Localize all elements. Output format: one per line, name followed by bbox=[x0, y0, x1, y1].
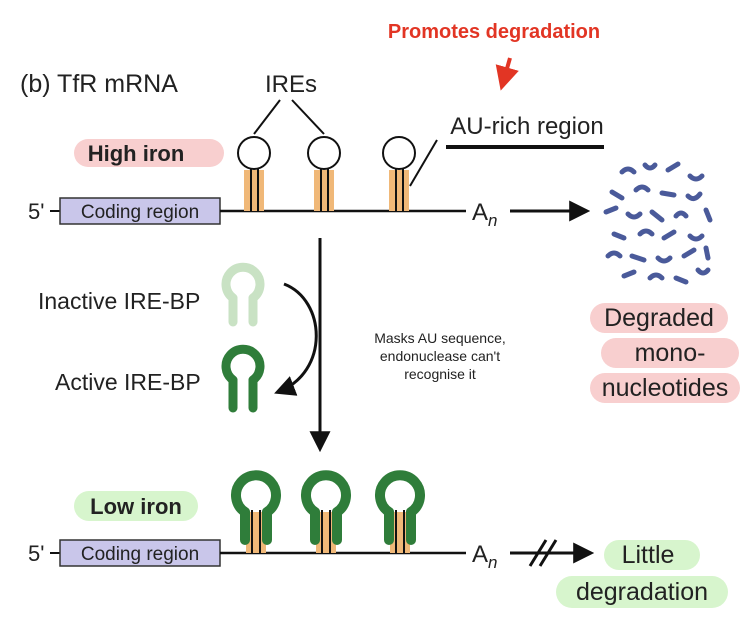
degradation-label: degradation bbox=[576, 578, 708, 606]
top-ire-2 bbox=[307, 136, 341, 211]
note-line-3: recognise it bbox=[404, 366, 476, 382]
inactive-ire-bp-icon bbox=[221, 262, 265, 327]
high-iron-highlight bbox=[74, 139, 224, 167]
promotes-arrow bbox=[495, 57, 519, 91]
bottom-poly-a: An bbox=[472, 541, 497, 572]
top-poly-a: An bbox=[472, 199, 497, 230]
little-label: Little bbox=[622, 541, 675, 569]
ires-connector-2 bbox=[291, 99, 325, 135]
ires-connector-1 bbox=[253, 99, 281, 135]
degraded-line-3: nucleotides bbox=[602, 374, 728, 402]
top-ire-3 bbox=[382, 136, 416, 211]
degraded-fragments bbox=[603, 161, 713, 285]
note-line-2: endonuclease can't bbox=[380, 348, 500, 364]
activation-arrow bbox=[274, 282, 318, 396]
bottom-ire-bp-1 bbox=[231, 470, 281, 553]
low-iron-highlight bbox=[74, 491, 198, 521]
panel-label: (b) TfR mRNA bbox=[20, 70, 178, 98]
bottom-coding-region bbox=[59, 539, 221, 567]
active-ire-bp-icon bbox=[221, 344, 265, 413]
active-bp-label: Active IRE-BP bbox=[55, 369, 201, 395]
degraded-line-1: Degraded bbox=[604, 304, 714, 332]
au-rich-pointer bbox=[409, 139, 438, 187]
ires-label: IREs bbox=[265, 71, 317, 98]
au-rich-label: AU-rich region bbox=[450, 113, 603, 140]
degraded-line-2: mono- bbox=[635, 339, 706, 367]
top-coding-label: Coding region bbox=[81, 202, 199, 223]
blocked-mark bbox=[528, 539, 558, 567]
note-line-1: Masks AU sequence, bbox=[374, 330, 506, 346]
low-iron-label: Low iron bbox=[90, 494, 182, 519]
bottom-five-prime: 5' bbox=[28, 541, 44, 566]
bottom-ire-bp-2 bbox=[301, 470, 351, 553]
bottom-coding-label: Coding region bbox=[81, 544, 199, 565]
top-five-prime: 5' bbox=[28, 199, 44, 224]
promotes-degradation-label: Promotes degradation bbox=[388, 21, 600, 43]
inactive-bp-label: Inactive IRE-BP bbox=[38, 288, 200, 314]
top-ire-1 bbox=[237, 136, 271, 211]
high-iron-label: High iron bbox=[88, 141, 185, 166]
bottom-ire-bp-3 bbox=[375, 470, 425, 553]
top-coding-region bbox=[59, 197, 221, 225]
